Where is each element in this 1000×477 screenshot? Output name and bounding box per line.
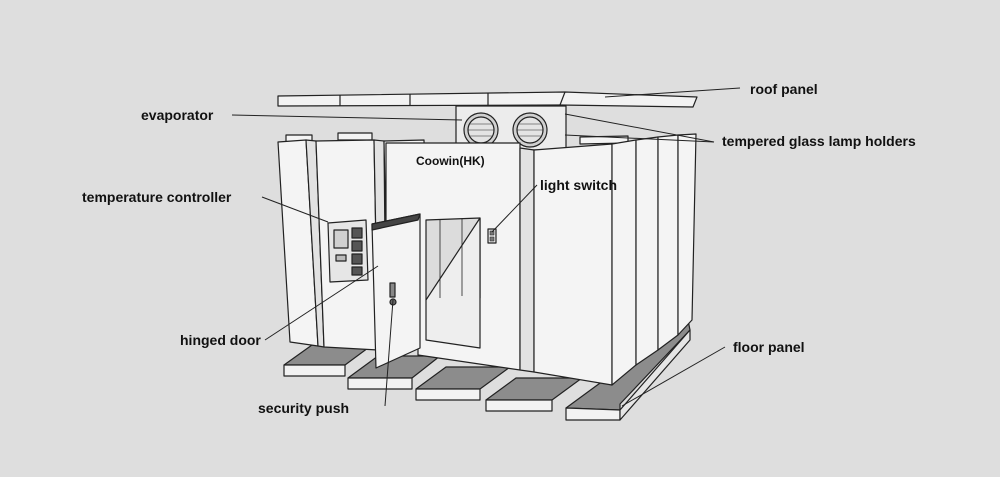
light-switch-label: light switch [540, 177, 617, 193]
brand-label: Coowin(HK) [416, 154, 485, 168]
tempered-glass-lamp-holders-label: tempered glass lamp holders [722, 133, 916, 149]
evaporator-label: evaporator [141, 107, 214, 123]
light-switch [487, 228, 497, 244]
roof-panel [277, 91, 698, 108]
right-wall-panels [519, 133, 697, 386]
temperature-controller-label: temperature controller [82, 189, 232, 205]
roof-panel-label: roof panel [750, 81, 818, 97]
hinged-door [371, 213, 421, 369]
security-push-label: security push [258, 400, 350, 416]
floor-panel-label: floor panel [733, 339, 805, 355]
hinged-door-label: hinged door [180, 332, 261, 348]
leader-lines [231, 87, 741, 407]
temperature-controller [327, 219, 369, 283]
